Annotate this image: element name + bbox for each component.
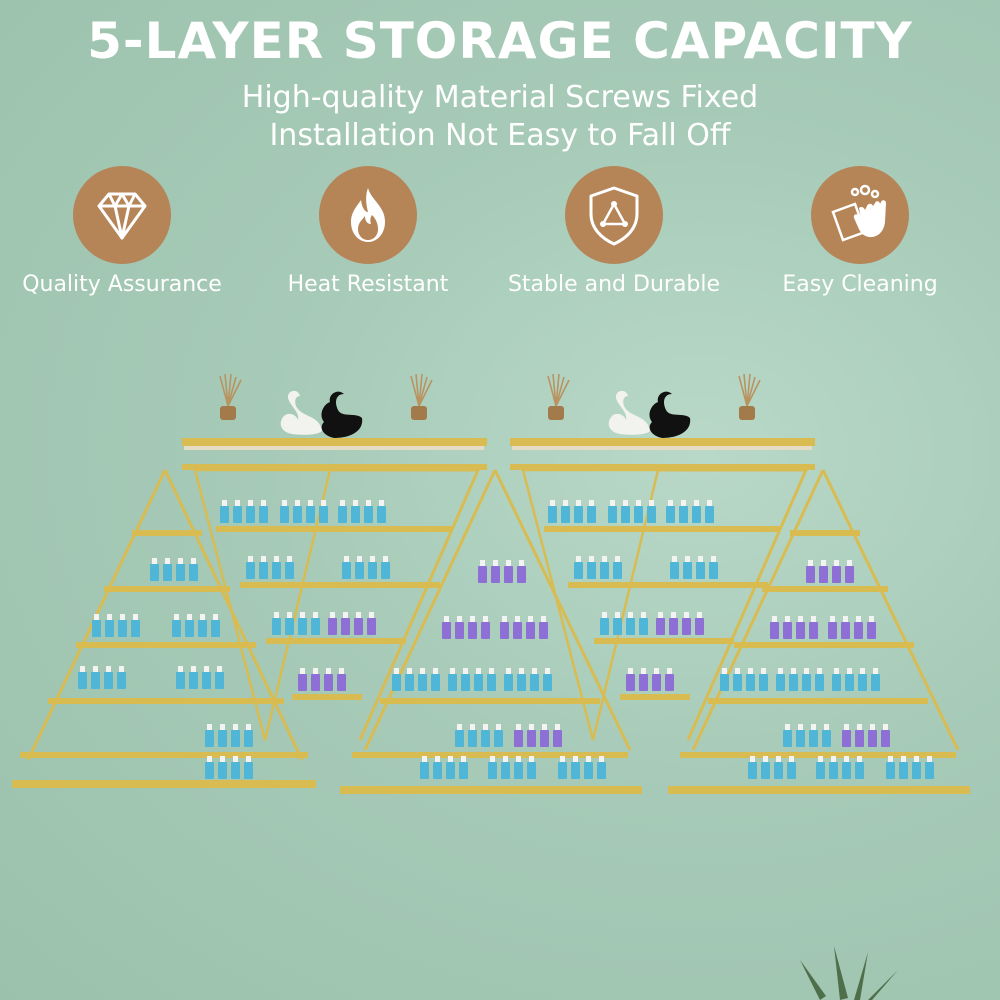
diamond-icon — [97, 192, 147, 240]
feature-easy-cleaning: Easy Cleaning — [740, 166, 980, 297]
feature-icon-circle — [565, 166, 663, 264]
feature-label: Heat Resistant — [287, 272, 449, 297]
subtitle-line-1: High-quality Material Screws Fixed — [241, 80, 759, 115]
flame-icon — [351, 188, 385, 242]
plant-decoration — [800, 946, 898, 1000]
feature-label: Easy Cleaning — [782, 272, 938, 297]
feature-label: Quality Assurance — [22, 272, 222, 297]
subtitle-line-2: Installation Not Easy to Fall Off — [269, 118, 731, 153]
shield-icon — [589, 186, 639, 246]
feature-row: Quality Assurance Heat Resistant Stable … — [0, 166, 1000, 306]
shelf-set-right — [510, 373, 970, 794]
shelf-set-left — [12, 373, 642, 794]
feature-quality-assurance: Quality Assurance — [2, 166, 242, 297]
feature-icon-circle — [73, 166, 171, 264]
feature-heat-resistant: Heat Resistant — [248, 166, 488, 297]
feature-stable-durable: Stable and Durable — [494, 166, 734, 297]
feature-label: Stable and Durable — [507, 272, 721, 297]
feature-icon-circle — [811, 166, 909, 264]
cleaning-hand-icon — [831, 184, 886, 242]
feature-icon-circle — [319, 166, 417, 264]
shelf-unit-photo — [12, 373, 970, 794]
page-title: 5-LAYER STORAGE CAPACITY — [87, 12, 913, 70]
